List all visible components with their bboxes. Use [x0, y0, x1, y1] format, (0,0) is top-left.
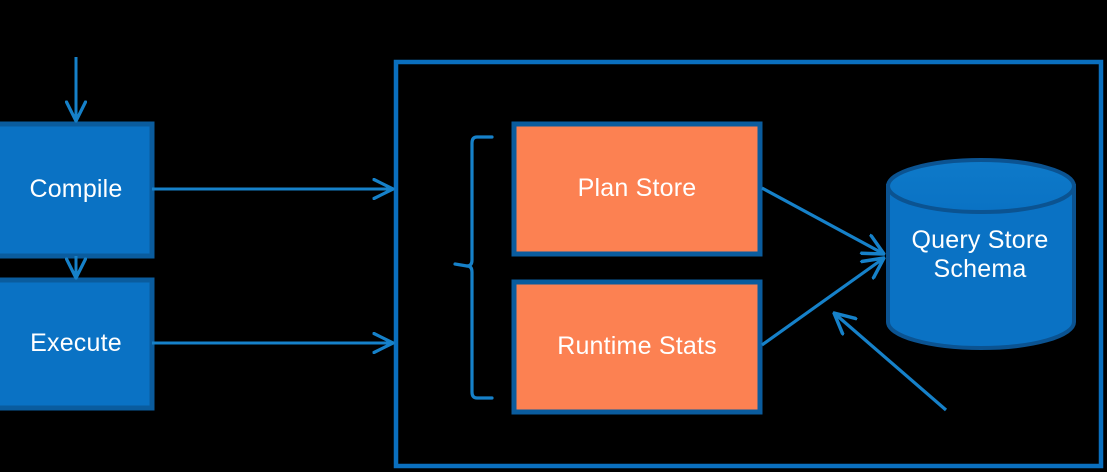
query-store-schema-cylinder[interactable] [886, 158, 1076, 350]
execute-box[interactable] [0, 277, 155, 411]
cylinder-body [886, 184, 1076, 350]
external-to-schema-arrow [834, 313, 948, 412]
query-store-container [393, 59, 1104, 469]
runtime-stats-to-schema-arrow [761, 258, 884, 347]
store-group-brace [465, 135, 494, 400]
runtime-stats-box[interactable] [511, 279, 763, 415]
plan-store-to-schema-arrow [761, 186, 884, 254]
brace-center-nub [453, 262, 469, 268]
compile-box[interactable] [0, 121, 155, 259]
cylinder-top [886, 158, 1076, 214]
plan-store-box[interactable] [511, 121, 763, 257]
